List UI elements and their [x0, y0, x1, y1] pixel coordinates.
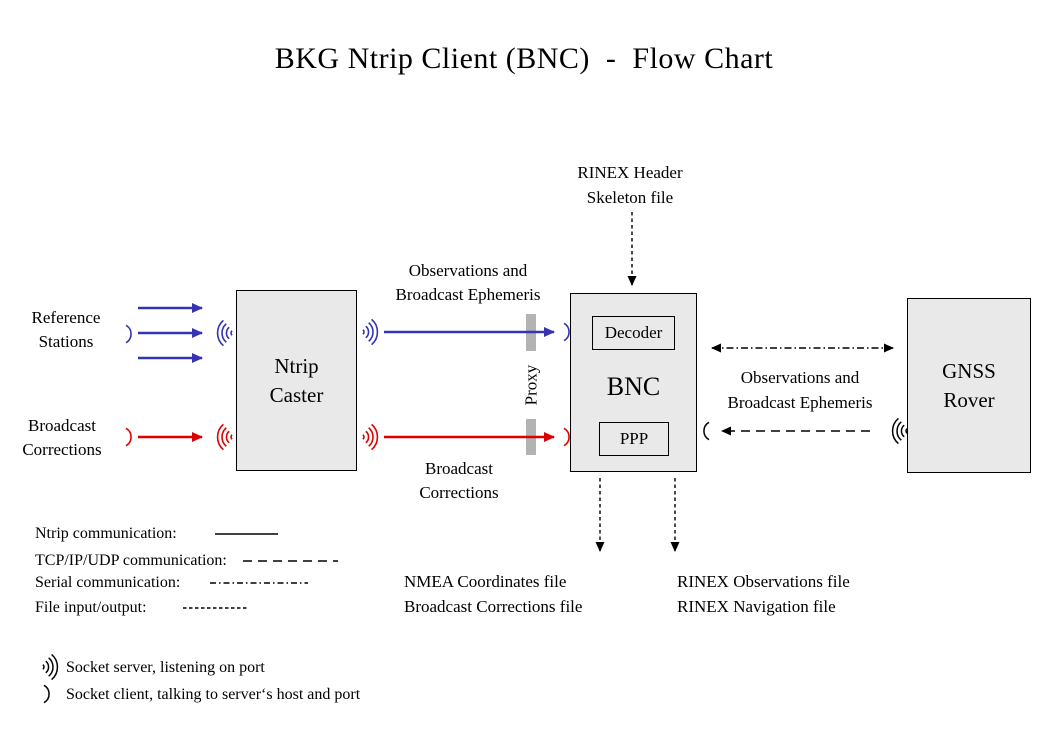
observations-ephemeris-right-label: Observations and Broadcast Ephemeris: [727, 368, 873, 412]
broadcast-corrections-mid-label: Broadcast Corrections: [419, 459, 499, 502]
gnss-rover-label-line2: Rover: [943, 387, 995, 412]
rinex-header-skeleton-label: RINEX Header Skeleton file: [577, 163, 683, 207]
socket-server-icon-caster-corr-in: [216, 423, 233, 451]
legend-socket-client-icon: [43, 684, 50, 704]
socket-server-icon-caster-obs-out: [362, 318, 379, 346]
ntrip-caster-label-line2: Caster: [269, 382, 324, 407]
proxy-bar-bottom: [526, 419, 536, 455]
legend-socket-client-label: Socket client, talking to server‘s host …: [66, 686, 361, 703]
socket-client-icon-corrections: [125, 427, 132, 447]
proxy-bar-top: [526, 314, 536, 351]
decoder-label: Decoder: [604, 323, 663, 342]
ppp-label: PPP: [619, 429, 649, 448]
legend-serial-label: Serial communication:: [35, 574, 181, 591]
socket-server-icon-caster-obs-in: [216, 319, 233, 347]
socket-client-icon-bnc-corr: [563, 427, 570, 447]
ntrip-caster-box: Ntrip Caster: [236, 290, 357, 471]
rinex-output-files-label: RINEX Observations file RINEX Navigation…: [677, 572, 850, 616]
socket-client-icon-refstations: [125, 324, 132, 344]
socket-server-icon-caster-corr-out: [362, 423, 379, 451]
ppp-box: PPP: [599, 422, 669, 456]
socket-client-icon-bnc-rover: [703, 421, 710, 441]
nmea-output-files-label: NMEA Coordinates file Broadcast Correcti…: [404, 572, 583, 616]
legend-socket-server-label: Socket server, listening on port: [66, 659, 265, 676]
reference-stations-label: Reference Stations: [31, 308, 101, 351]
bnc-label: BNC: [606, 372, 661, 401]
proxy-label-wrap: Proxy: [508, 357, 554, 413]
decoder-box: Decoder: [592, 316, 675, 350]
observations-ephemeris-top-label: Observations and Broadcast Ephemeris: [395, 261, 541, 304]
bnc-box: Decoder BNC PPP: [570, 293, 697, 472]
legend-file-label: File input/output:: [35, 599, 147, 616]
legend-ntrip-label: Ntrip communication:: [35, 525, 177, 542]
page-title: BKG Ntrip Client (BNC) - Flow Chart: [274, 42, 774, 75]
gnss-rover-box: GNSS Rover: [907, 298, 1031, 473]
proxy-label: Proxy: [521, 364, 540, 406]
socket-client-icon-bnc-obs: [563, 322, 570, 342]
gnss-rover-label-line1: GNSS: [942, 358, 996, 383]
legend-socket-server-icon: [42, 653, 59, 681]
ntrip-caster-label-line1: Ntrip: [274, 353, 319, 378]
legend-tcp-label: TCP/IP/UDP communication:: [35, 552, 227, 569]
broadcast-corrections-input-label: Broadcast Corrections: [22, 416, 102, 459]
socket-server-icon-gnss-rover: [891, 417, 908, 445]
